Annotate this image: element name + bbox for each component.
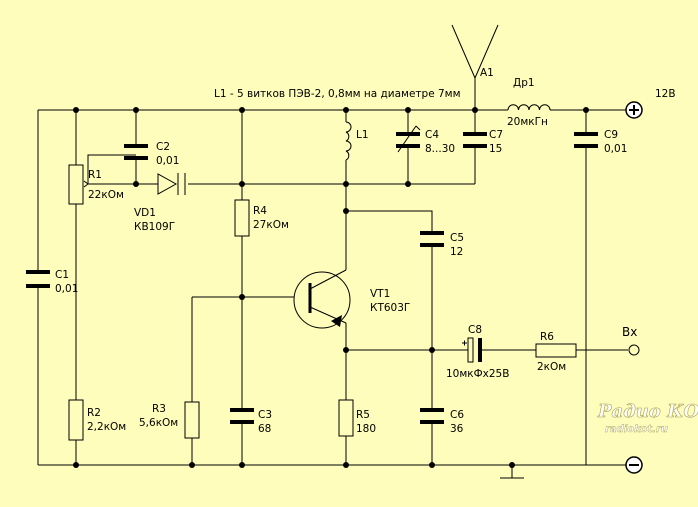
c3-ref: C3 — [258, 409, 272, 421]
capacitor-c9-symbol — [574, 132, 598, 148]
c8-value: 10мкФх25В — [446, 368, 509, 380]
vd1-value: КВ109Г — [134, 221, 175, 233]
vd1-ref: VD1 — [134, 207, 156, 219]
inductor-l1-symbol — [345, 121, 352, 161]
c2-value: 0,01 — [156, 155, 179, 167]
watermark-logo: Радио КОТ — [597, 401, 698, 422]
r3-ref: R3 — [152, 403, 166, 415]
dr1-value: 20мкГн — [507, 116, 548, 128]
transistor-vt1-symbol — [293, 269, 351, 329]
r4-value: 27кОм — [253, 219, 289, 231]
c4-value: 8...30 — [425, 143, 455, 155]
r3-value: 5,6кОм — [139, 417, 178, 429]
capacitor-c8-symbol — [462, 337, 482, 363]
c7-value: 15 — [489, 143, 502, 155]
supply-voltage-label: 12В — [655, 88, 676, 100]
minus-terminal — [625, 456, 643, 474]
r1-value: 22кОм — [88, 189, 124, 201]
input-label: Вх — [622, 325, 637, 339]
varicap-vd1-symbol — [157, 173, 186, 195]
c3-value: 68 — [258, 423, 271, 435]
resistor-r6-symbol — [535, 343, 577, 358]
c9-ref: C9 — [604, 129, 618, 141]
l1-ref: L1 — [356, 129, 369, 141]
capacitor-c6-symbol — [420, 408, 444, 424]
c1-ref: C1 — [55, 269, 69, 281]
r6-value: 2кОм — [537, 361, 566, 373]
c5-ref: C5 — [450, 232, 464, 244]
r2-ref: R2 — [87, 407, 101, 419]
resistor-r1-symbol — [68, 164, 89, 205]
dr1-ref: Др1 — [513, 77, 535, 89]
c2-ref: C2 — [156, 141, 170, 153]
capacitor-c4-symbol — [396, 125, 421, 153]
vt1-ref: VT1 — [370, 288, 390, 300]
c4-ref: C4 — [425, 129, 439, 141]
r5-ref: R5 — [356, 409, 370, 421]
resistor-r3-symbol — [184, 401, 200, 439]
c7-ref: C7 — [489, 129, 503, 141]
r2-value: 2,2кОм — [87, 421, 126, 433]
junction-dots — [73, 107, 589, 468]
c1-value: 0,01 — [55, 283, 78, 295]
resistor-r2-symbol — [68, 399, 84, 441]
winding-note: L1 - 5 витков ПЭВ-2, 0,8мм на диаметре 7… — [214, 88, 461, 100]
c5-value: 12 — [450, 246, 463, 258]
r6-ref: R6 — [540, 331, 554, 343]
watermark-site: radiokot.ru — [605, 424, 668, 435]
input-terminal — [628, 344, 640, 356]
capacitor-c3-symbol — [230, 408, 254, 424]
capacitor-c1-symbol — [26, 270, 50, 288]
c6-value: 36 — [450, 423, 464, 435]
c6-ref: C6 — [450, 409, 464, 421]
plus-terminal — [625, 101, 643, 119]
c9-value: 0,01 — [604, 143, 627, 155]
antenna-a1-symbol — [451, 24, 499, 79]
r5-value: 180 — [356, 423, 376, 435]
capacitor-c7-symbol — [463, 132, 487, 148]
labels: L1 - 5 витков ПЭВ-2, 0,8мм на диаметре 7… — [55, 67, 676, 435]
resistor-r4-symbol — [234, 199, 250, 237]
radiokot-watermark: Радио КОТ radiokot.ru — [597, 401, 698, 436]
r1-ref: R1 — [88, 169, 102, 181]
resistor-r5-symbol — [338, 399, 354, 437]
c8-ref: C8 — [468, 324, 482, 336]
choke-dr1-symbol — [507, 104, 551, 111]
r4-ref: R4 — [253, 205, 267, 217]
capacitor-c5-symbol — [420, 231, 444, 247]
a1-ref: A1 — [480, 67, 494, 79]
capacitor-c2-symbol — [124, 144, 148, 160]
vt1-value: КТ603Г — [370, 302, 410, 314]
